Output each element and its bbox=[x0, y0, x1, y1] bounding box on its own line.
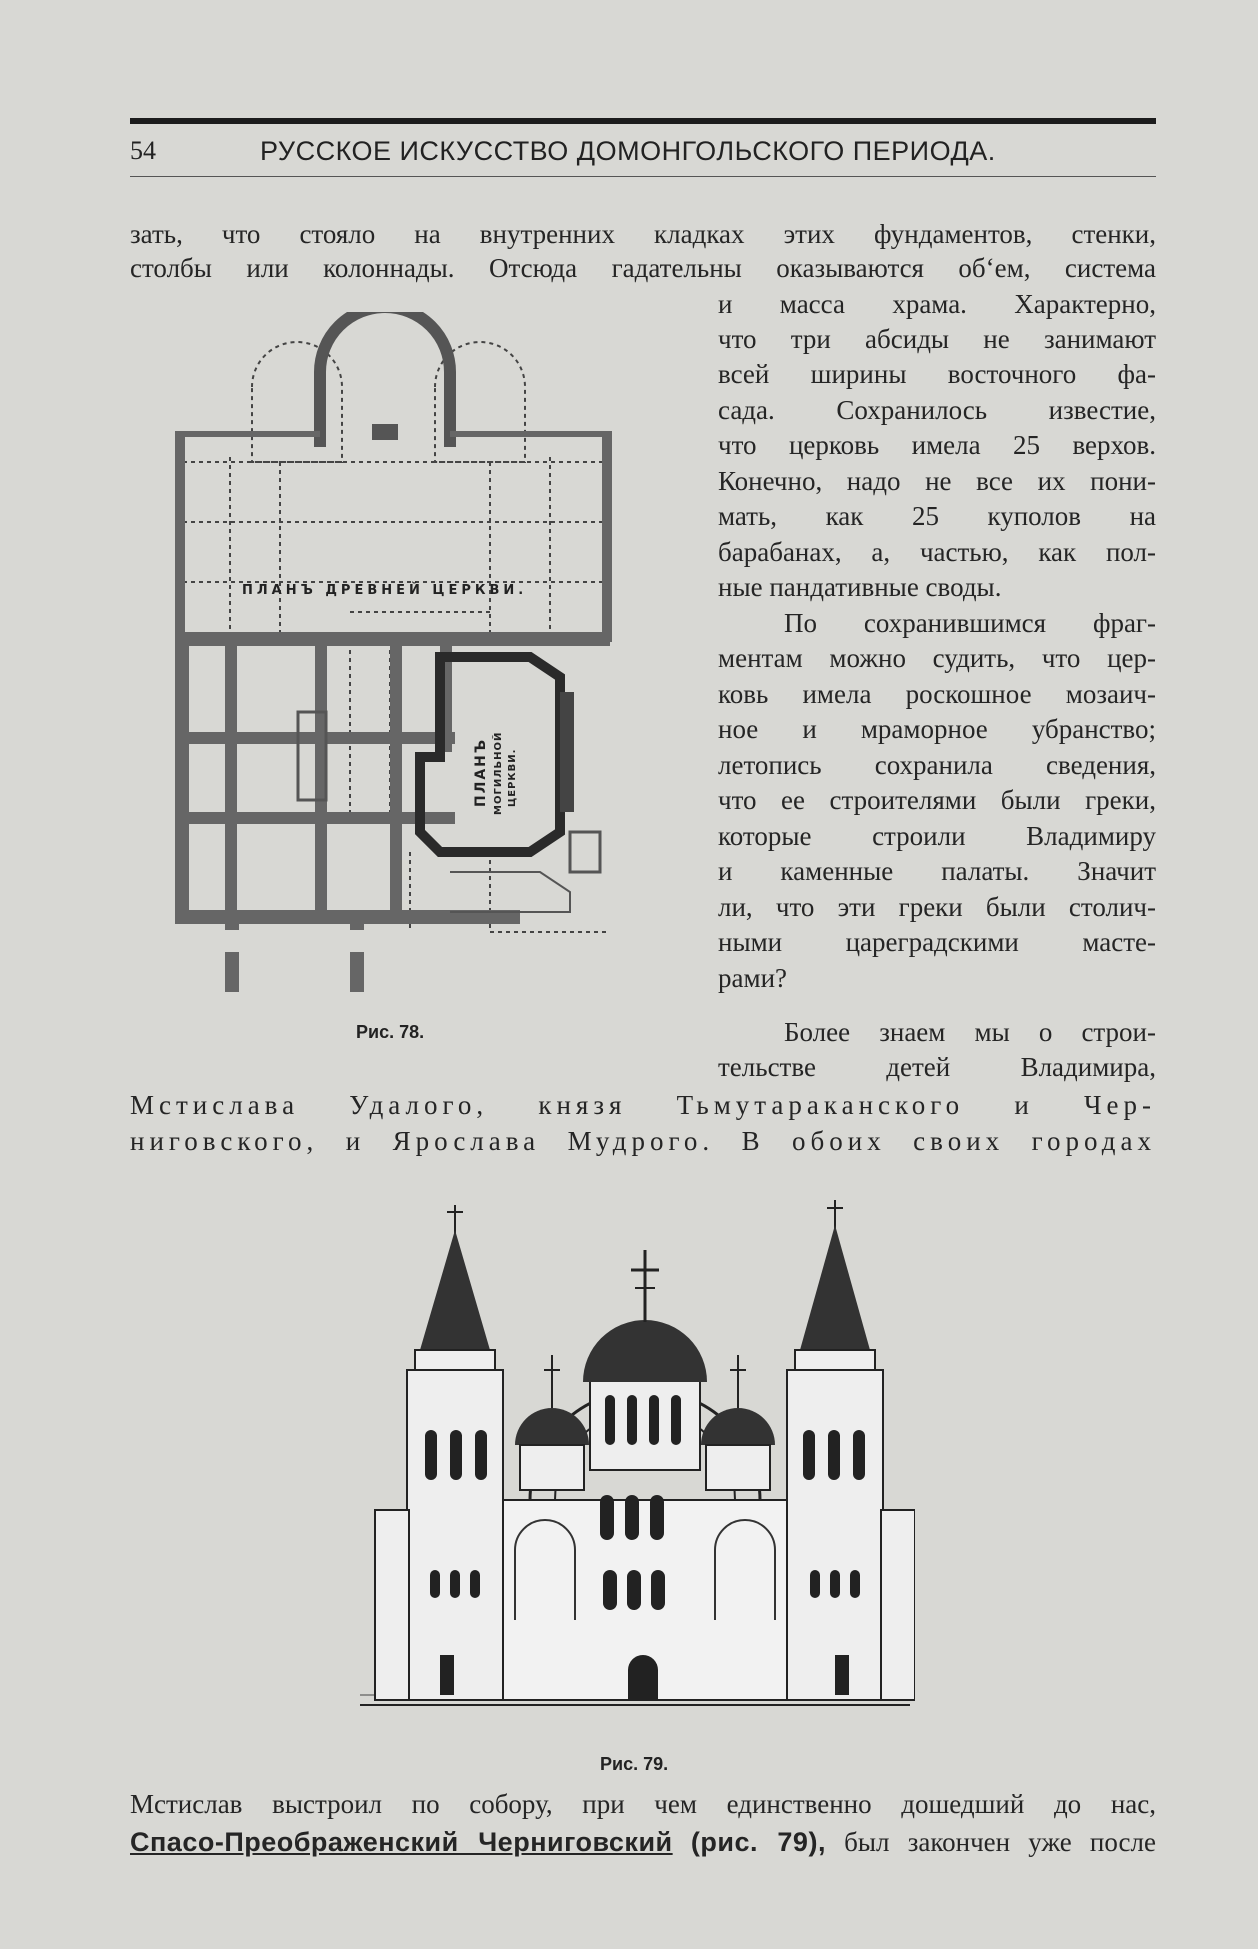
plan-label-tomb-2: МОГИЛЬНОЙ bbox=[491, 732, 504, 815]
text-line: Мстислава Удалого, князя Тьмутараканског… bbox=[130, 1090, 1156, 1120]
text-line: тельстве детей Владимира, bbox=[718, 1052, 1156, 1082]
figure-78-church-plan: ПЛАНЪ ДРЕВНЕЙ ЦЕРКВИ. ПЛАНЪ МОГИЛЬНОЙ ЦЕ… bbox=[150, 301, 660, 1002]
running-title: РУССКОЕ ИСКУССТВО ДОМОНГОЛЬСКОГО ПЕРИОДА… bbox=[260, 136, 996, 166]
text-line: Конечно, надо не все их пони- bbox=[718, 466, 1156, 496]
text-fragment: был закончен уже после bbox=[844, 1827, 1157, 1857]
text-line: ное и мраморное убранство; bbox=[718, 714, 1156, 744]
text-line: ментам можно судить, что цер- bbox=[718, 643, 1156, 673]
tomb-church-outline bbox=[415, 652, 565, 857]
text-line: рами? bbox=[718, 963, 788, 993]
stair-block bbox=[296, 710, 328, 802]
altar-block bbox=[372, 424, 398, 440]
text-line: столбы или колоннады. Отсюда гадательны … bbox=[130, 253, 1156, 283]
text-line: По сохранившимся фраг- bbox=[784, 608, 1156, 638]
header-thick-rule bbox=[130, 118, 1156, 124]
text-line: мать, как 25 куполов на bbox=[718, 501, 1156, 531]
right-tower bbox=[786, 1200, 884, 1701]
text-line: сада. Сохранилось известие, bbox=[718, 395, 1156, 425]
church-facade-drawing bbox=[360, 1200, 916, 1706]
text-line: ные пандативные своды. bbox=[718, 572, 1002, 602]
text-line-with-reference: Спасо-Преображенский Черниговский (рис. … bbox=[130, 1824, 1156, 1860]
plan-label-main: ПЛАНЪ ДРЕВНЕЙ ЦЕРКВИ. bbox=[242, 582, 527, 598]
text-line: зать, что стояло на внутренних кладках э… bbox=[130, 219, 1156, 249]
text-line: ли, что эти греки были столич- bbox=[718, 892, 1156, 922]
text-line: ковь имела роскошное мозаич- bbox=[718, 679, 1156, 709]
plan-label-tomb-3: ЦЕРКВИ. bbox=[507, 749, 518, 807]
text-line: ниговского, и Ярослава Мудрого. В обоих … bbox=[130, 1126, 1156, 1156]
text-line: что ее строителями были греки, bbox=[718, 785, 1156, 815]
page-header: 54 РУССКОЕ ИСКУССТВО ДОМОНГОЛЬСКОГО ПЕРИ… bbox=[130, 136, 1156, 176]
central-dome bbox=[583, 1320, 707, 1382]
figure-79-caption: Рис. 79. bbox=[600, 1754, 669, 1774]
text-line: Более знаем мы о строи- bbox=[784, 1017, 1156, 1047]
text-line: и каменные палаты. Значит bbox=[718, 856, 1156, 886]
plan-label-tomb-1: ПЛАНЪ bbox=[473, 738, 489, 807]
text-line: которые строили Владимиру bbox=[718, 821, 1156, 851]
figure-79-church-facade bbox=[355, 1190, 916, 1730]
entrance-door bbox=[628, 1655, 658, 1700]
text-line: летопись сохранила сведения, bbox=[718, 750, 1156, 780]
figure-reference: (рис. 79), bbox=[690, 1827, 826, 1857]
text-line: что три абсиды не занимают bbox=[718, 324, 1156, 354]
left-tower bbox=[406, 1205, 504, 1701]
text-line: Мстислав выстроил по собору, при чем еди… bbox=[130, 1789, 1156, 1819]
text-line: всей ширины восточного фа- bbox=[718, 359, 1156, 389]
text-line: и масса храма. Характерно, bbox=[718, 289, 1156, 319]
figure-78-caption: Рис. 78. bbox=[356, 1022, 425, 1042]
text-line: барабанах, а, частью, как пол- bbox=[718, 537, 1156, 567]
church-plan-drawing: ПЛАНЪ ДРЕВНЕЙ ЦЕРКВИ. ПЛАНЪ МОГИЛЬНОЙ ЦЕ… bbox=[175, 301, 612, 992]
text-line: ными цареградскими масте- bbox=[718, 927, 1156, 957]
header-thin-rule bbox=[130, 176, 1156, 177]
page-number: 54 bbox=[130, 136, 156, 165]
church-name-reference: Спасо-Преображенский Черниговский bbox=[130, 1827, 673, 1857]
text-line: что церковь имела 25 верхов. bbox=[718, 430, 1156, 460]
